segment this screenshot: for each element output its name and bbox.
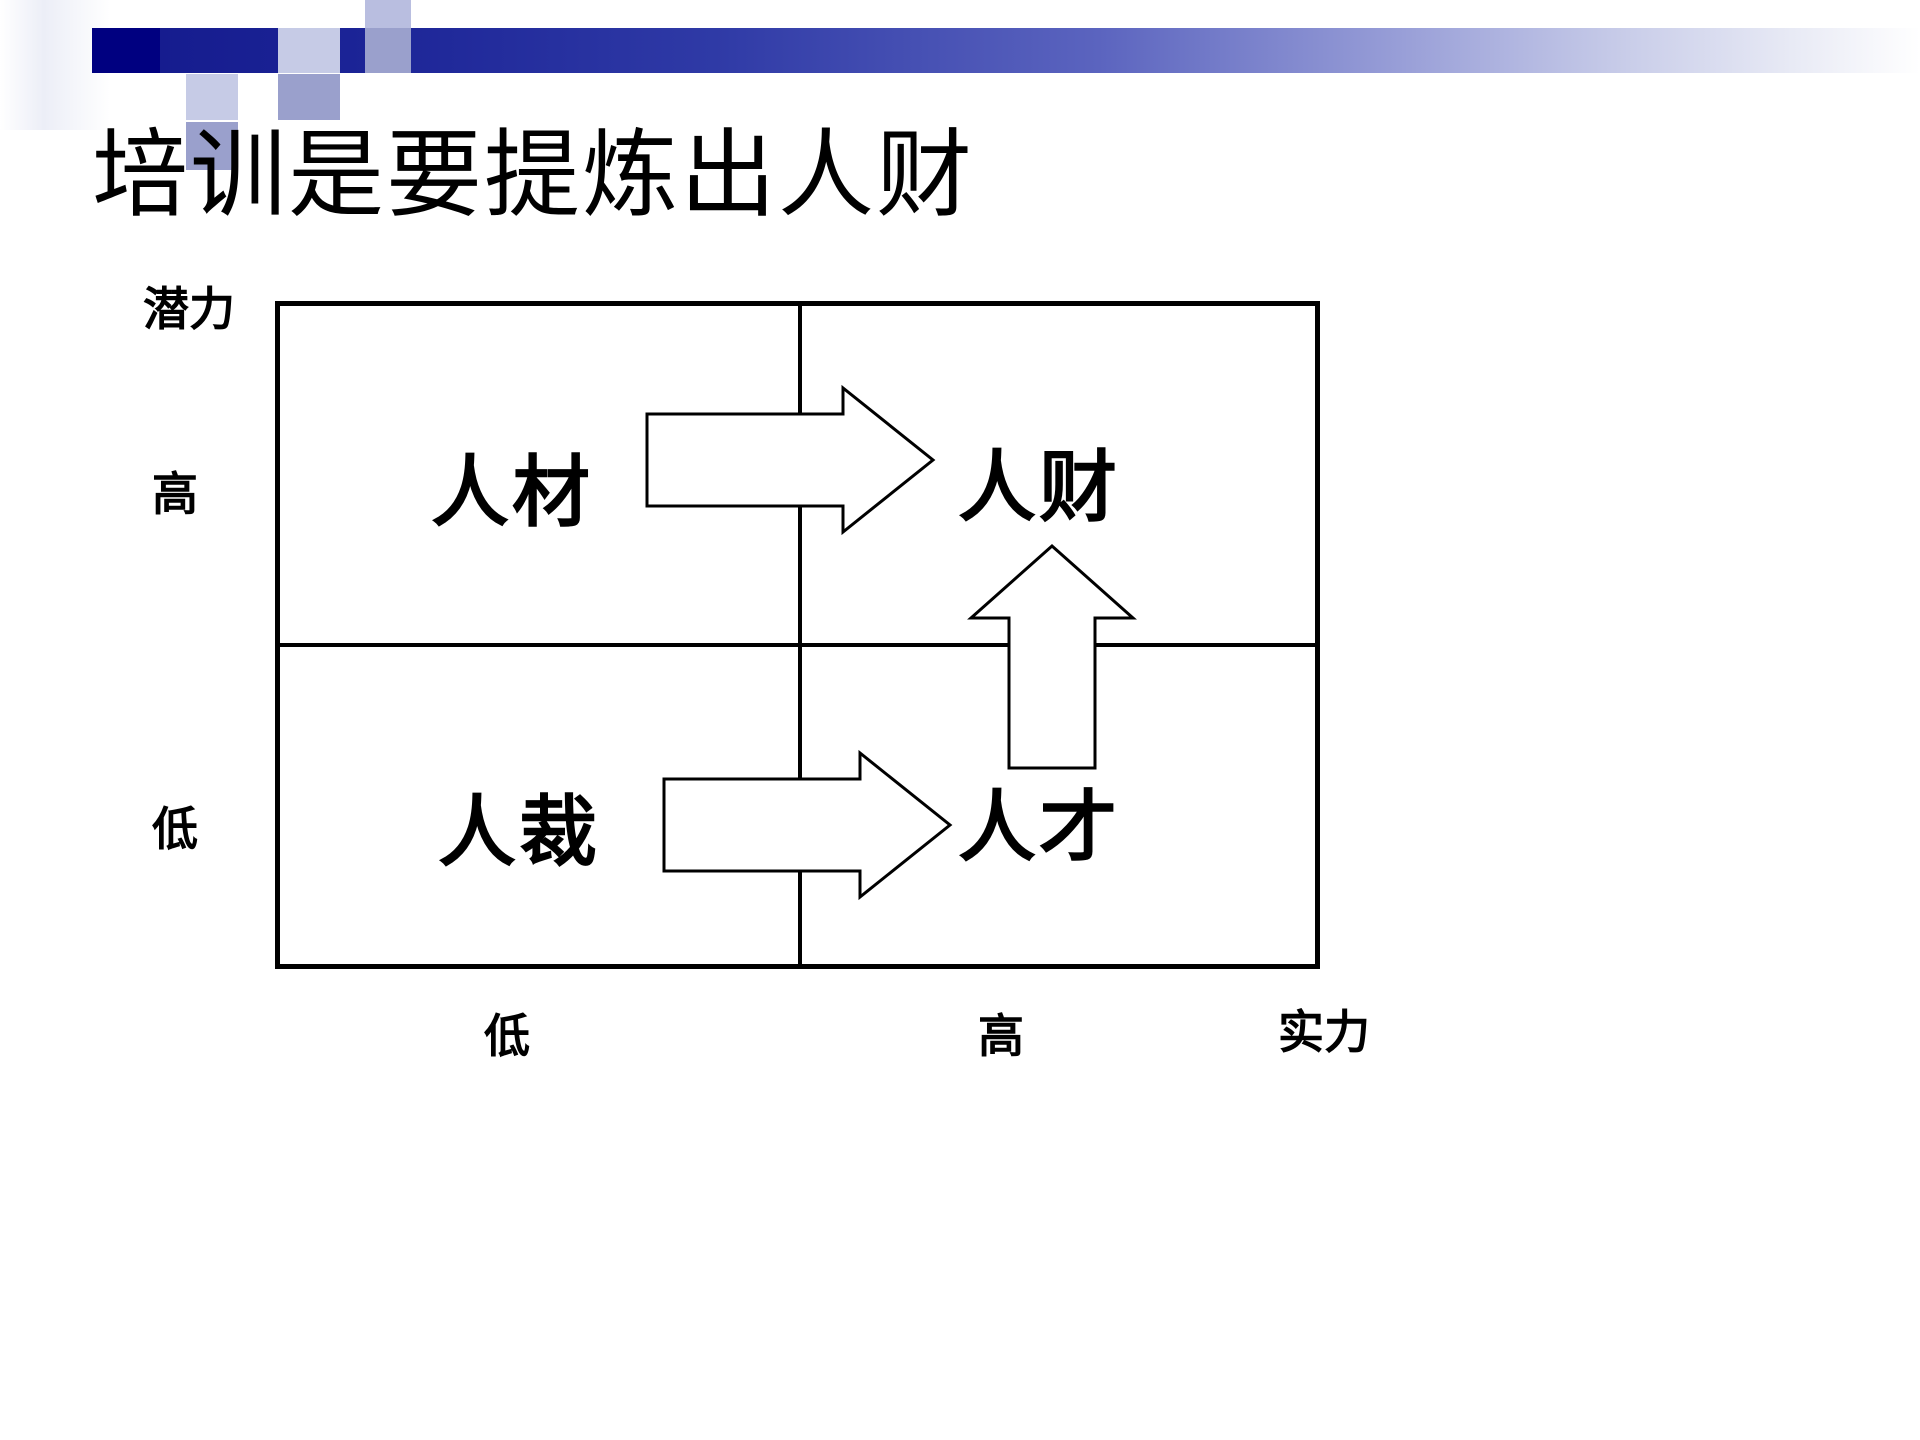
decor-square-mid-b	[278, 74, 340, 120]
matrix-horizontal-divider	[275, 643, 1320, 647]
decor-square-top	[365, 0, 411, 30]
quadrant-label-bottom-left: 人裁	[438, 787, 601, 878]
decor-square-mid-c	[186, 122, 238, 170]
arrow-right-icon-top	[645, 384, 936, 536]
y-axis-tick-high: 高	[152, 467, 198, 521]
decor-square-mid-a	[365, 28, 411, 73]
page-title: 培训是要提炼出人财	[92, 119, 974, 231]
header-left-fade	[0, 0, 110, 130]
x-axis-title: 实力	[1278, 1005, 1370, 1059]
decor-square-light-b	[186, 74, 238, 120]
y-axis-tick-low: 低	[152, 802, 198, 856]
header-banner	[0, 0, 1920, 170]
x-axis-tick-low: 低	[484, 1009, 530, 1063]
decor-square-light-a	[278, 28, 340, 73]
quadrant-label-top-left: 人材	[431, 447, 594, 538]
quadrant-label-top-right: 人财	[958, 442, 1121, 533]
decor-square-navy	[92, 28, 160, 73]
matrix-vertical-divider	[798, 301, 802, 969]
x-axis-tick-high: 高	[978, 1009, 1024, 1063]
arrow-right-icon-bottom	[662, 749, 953, 901]
quadrant-label-bottom-right: 人才	[958, 782, 1121, 873]
y-axis-title: 潜力	[143, 282, 235, 336]
arrow-up-icon-right	[967, 543, 1137, 770]
